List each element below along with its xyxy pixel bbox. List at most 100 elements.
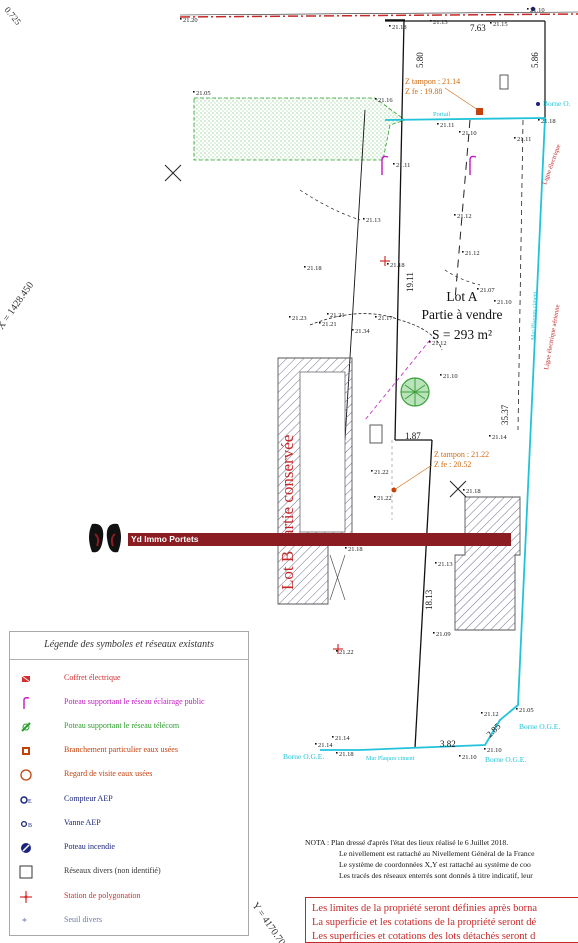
legend-item: Station de polygonation xyxy=(10,890,248,906)
dimension-label: 5.86 xyxy=(530,52,540,68)
z-fe-2: Z fe : 20.52 xyxy=(434,460,471,469)
telecom-post-icon xyxy=(19,720,33,734)
elevation-point-icon xyxy=(336,752,338,754)
elevation-point-icon xyxy=(315,743,317,745)
power-line-label: Ligne électrique aérienne xyxy=(543,304,561,370)
elevation-label: 21.18 xyxy=(392,24,407,31)
elevation-label: 21.18 xyxy=(339,751,354,758)
water-valve-icon: B xyxy=(19,817,33,831)
elevation-label: 21.20 xyxy=(183,17,198,24)
elevation-point-icon xyxy=(490,22,492,24)
cross-marker-2 xyxy=(449,480,467,498)
elevation-point-icon xyxy=(484,748,486,750)
nota-block: NOTA : Plan dressé d'après l'état des li… xyxy=(305,837,578,881)
portail-label: Portail xyxy=(433,111,451,118)
legend-divider xyxy=(10,659,248,660)
elevation-point-icon xyxy=(514,137,516,139)
elevation-point-icon xyxy=(352,329,354,331)
z-tampon-1: Z tampon : 21.14 xyxy=(405,77,460,86)
warning-line: Les limites de la propriété seront défin… xyxy=(312,903,538,914)
legend-item: Poteau incendie xyxy=(10,841,248,857)
legend-item-label: Compteur AEP xyxy=(64,794,113,803)
legend-item: Branchement particulier eaux usées xyxy=(10,744,248,760)
sewer-connection-icon xyxy=(19,744,33,758)
elevation-point-icon xyxy=(462,251,464,253)
elevation-label: 21.11 xyxy=(396,162,410,169)
company-banner: Yd Immo Portets xyxy=(128,533,511,546)
dimension-label: 7.63 xyxy=(470,23,486,33)
elevation-label: 21.18 xyxy=(466,488,481,495)
lot-left-boundary-mid xyxy=(394,299,399,441)
z-fe-1: Z fe : 19.88 xyxy=(405,87,442,96)
lamp-post-icon xyxy=(469,155,477,175)
elevation-label: 21.13 xyxy=(433,19,448,26)
elevation-label: 21.10 xyxy=(462,754,477,761)
elevation-point-icon xyxy=(459,131,461,133)
legend-item-label: Coffret électrique xyxy=(64,673,121,682)
svg-text:*: * xyxy=(22,917,27,928)
warning-box: Les limites de la propriété seront défin… xyxy=(305,897,578,943)
elevation-point-icon xyxy=(180,18,182,20)
elevation-point-icon xyxy=(345,547,347,549)
elevation-label: 21.22 xyxy=(377,495,392,502)
elevation-label: 21.05 xyxy=(519,707,534,714)
legend-title: Légende des symboles et réseaux existant… xyxy=(44,639,214,650)
legend-item-label: Poteau supportant le réseau éclairage pu… xyxy=(64,697,205,706)
legend-item-label: Regard de visite eaux usées xyxy=(64,769,153,778)
lot-a-building xyxy=(454,496,521,631)
warning-line: Les superficies et cotations des lots dé… xyxy=(312,931,536,942)
legend-item-label: Réseaux divers (non identifié) xyxy=(64,866,161,875)
elevation-label: 21.12 xyxy=(432,340,447,347)
lamp-post-icon xyxy=(19,696,33,710)
elevation-label: 21.12 xyxy=(457,213,472,220)
inner-dashed-2 xyxy=(517,119,524,431)
lamp-post-icon xyxy=(381,155,389,175)
dimension-label: 19.11 xyxy=(405,272,415,292)
cross-marker-1 xyxy=(164,164,182,182)
elevation-point-icon xyxy=(527,8,529,10)
dimension-label: 5.80 xyxy=(415,52,425,68)
elevation-point-icon xyxy=(389,25,391,27)
svg-text:B: B xyxy=(28,823,32,829)
elevation-point-icon xyxy=(393,163,395,165)
station-icon xyxy=(380,256,390,266)
legend-item: Réseaux divers (non identifié) xyxy=(10,865,248,881)
legend-item-label: Poteau incendie xyxy=(64,842,115,851)
elevation-point-icon xyxy=(332,736,334,738)
elevation-point-icon xyxy=(437,123,439,125)
tree-icon xyxy=(400,377,430,407)
legend-item-label: Poteau supportant le réseau télécom xyxy=(64,721,180,730)
elevation-point-icon xyxy=(516,708,518,710)
elevation-label: 21.14 xyxy=(318,742,333,749)
coord-bottom: Y = 4170.70 xyxy=(250,900,288,943)
elevation-point-icon xyxy=(375,316,377,318)
elevation-point-icon xyxy=(463,489,465,491)
cyan-wall-line xyxy=(359,117,546,751)
box-icon xyxy=(19,672,33,686)
station-icon xyxy=(333,644,343,654)
elevation-label: 21.07 xyxy=(480,287,495,294)
legend-item: Poteau supportant le réseau télécom xyxy=(10,720,248,736)
water-valve-icon xyxy=(536,102,540,106)
elevation-point-icon xyxy=(489,435,491,437)
elevation-label: 21.10 xyxy=(497,299,512,306)
dimension-label: 18.13 xyxy=(424,589,434,610)
lot-left-boundary-upper xyxy=(397,20,405,301)
elevation-label: 21.13 xyxy=(438,561,453,568)
elevation-label: 21.23 xyxy=(292,315,307,322)
road-edge-line xyxy=(179,11,578,16)
coord-left: X = 1428.450 xyxy=(0,280,36,332)
borne-label: Borne O.G.E. xyxy=(519,722,560,731)
lot-a-name: Lot A xyxy=(446,289,477,304)
elevation-point-icon xyxy=(454,214,456,216)
elevation-label: 21.21 xyxy=(322,321,337,328)
elevation-point-icon xyxy=(375,98,377,100)
legend-panel: Légende des symboles et réseaux existant… xyxy=(9,631,249,936)
banner-text: Yd Immo Portets xyxy=(131,534,199,544)
elevation-label: 21.12 xyxy=(484,711,499,718)
elevation-label: 21.17 xyxy=(378,315,393,322)
elevation-point-icon xyxy=(440,374,442,376)
elevation-label: 21.18 xyxy=(348,546,363,553)
